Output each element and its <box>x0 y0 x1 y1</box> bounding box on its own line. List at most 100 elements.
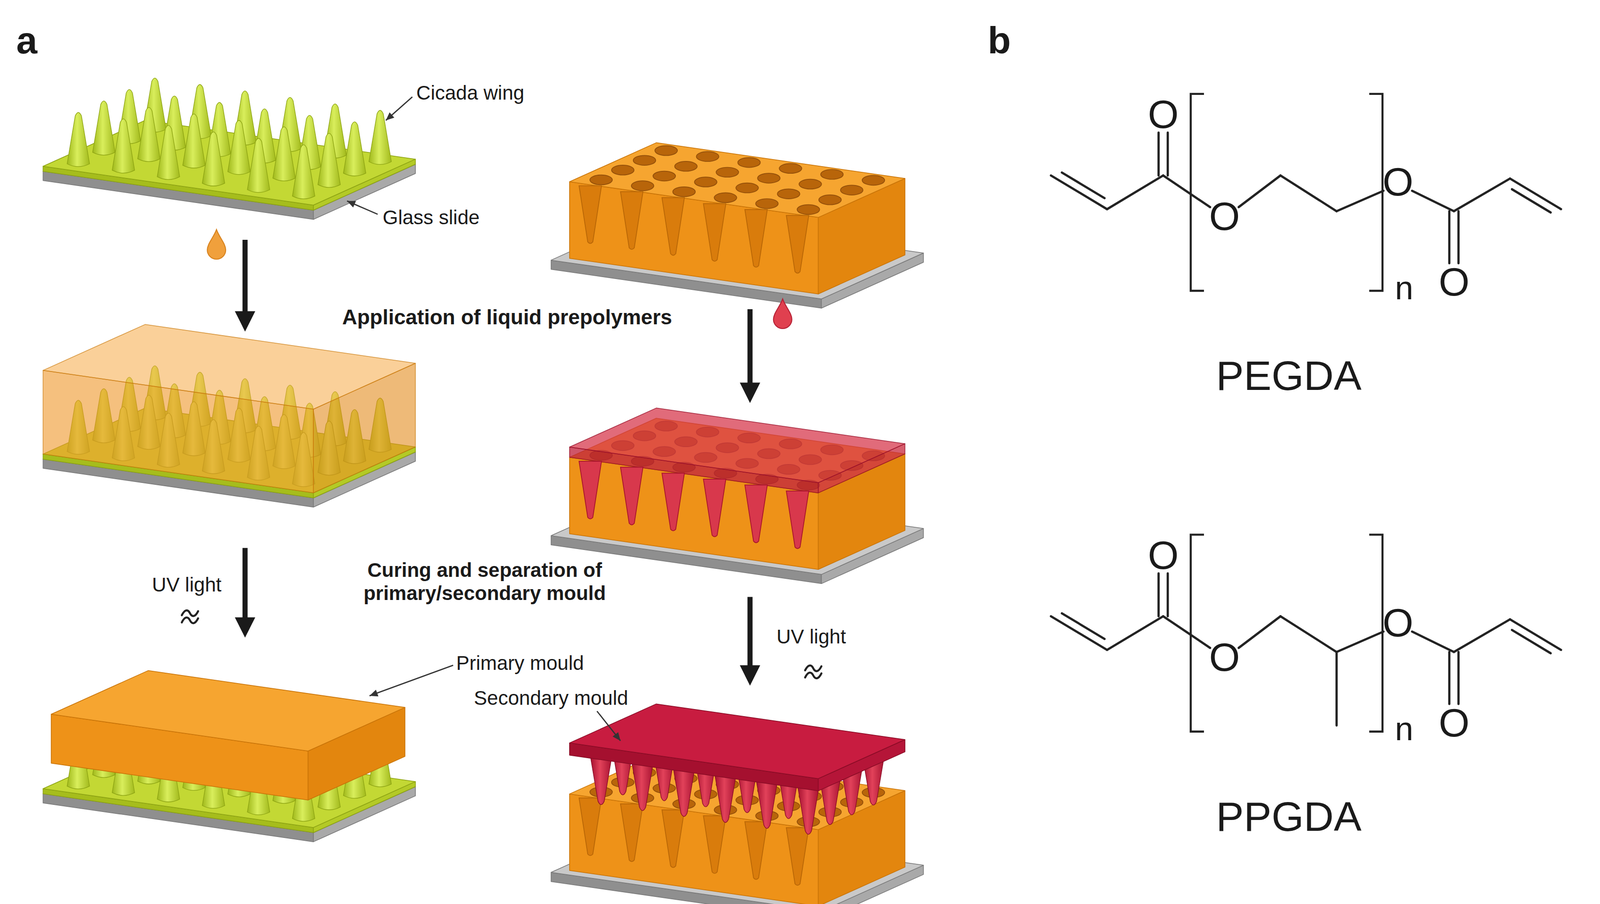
filled-cavity-section <box>579 461 602 519</box>
filled-cavity-section <box>620 467 644 525</box>
part-label: Glass slide <box>382 205 480 229</box>
mould-cavity <box>840 185 864 195</box>
mould-cavity-section <box>786 215 809 273</box>
part-label: Cicada wing <box>416 81 525 105</box>
repeat-bracket <box>1369 93 1383 291</box>
prepolymer-drop <box>773 298 792 329</box>
prepolymer-drop <box>207 229 226 260</box>
filled-cavity-section <box>744 484 768 543</box>
nano-pillar <box>137 107 161 162</box>
mould-cavity-section <box>620 191 644 250</box>
compound-name: PEGDA <box>1216 351 1362 400</box>
liquid-prepolymer-top <box>569 407 906 483</box>
chemical-bond <box>1162 175 1210 208</box>
atom-label: O <box>1382 159 1414 205</box>
mould-cavity <box>589 175 613 186</box>
atom-label: O <box>1382 599 1414 646</box>
secondary-mould-top <box>569 703 906 779</box>
repeat-index: n <box>1394 709 1414 748</box>
mould-cavity <box>757 173 781 184</box>
repeat-bracket <box>1369 534 1383 732</box>
arrow-head <box>235 617 256 638</box>
mould-cavity <box>696 151 719 162</box>
chemical-bond <box>1511 189 1551 213</box>
chemical-bond <box>1457 651 1460 704</box>
atom-label: O <box>1438 258 1470 305</box>
chemical-bond <box>1457 210 1460 263</box>
primary-mould-top <box>51 670 405 751</box>
condition-label: UV light <box>776 625 846 649</box>
arrow-head <box>739 665 760 686</box>
step-label: Curing and separation of primary/seconda… <box>338 558 632 605</box>
nano-pillar <box>67 112 90 167</box>
chemical-bond <box>1166 573 1170 617</box>
nano-pillar <box>92 101 116 156</box>
condition-label: UV light <box>151 573 222 597</box>
mould-cavity <box>737 157 761 168</box>
chemical-bond <box>1453 178 1510 211</box>
panel-letter: a <box>16 18 38 63</box>
process-arrow <box>242 239 248 316</box>
chemical-bond <box>1051 615 1108 650</box>
mould-cavity <box>820 169 844 180</box>
repeat-bracket <box>1190 93 1205 291</box>
mould-cavity-section <box>579 185 602 244</box>
chemical-bond <box>1412 631 1455 652</box>
primary-mould-top <box>569 142 906 218</box>
chemical-bond <box>1448 210 1451 263</box>
leader-head <box>369 689 379 697</box>
chemical-bond <box>1061 613 1105 639</box>
process-arrow <box>747 596 753 669</box>
compound-name: PPGDA <box>1216 792 1362 841</box>
mould-cavity <box>631 180 655 191</box>
leader-line <box>385 96 413 121</box>
liquid-prepolymer-top <box>42 324 416 409</box>
process-arrow <box>242 547 248 622</box>
mould-cavity-section <box>579 797 602 856</box>
mould-cavity <box>653 171 676 182</box>
chemical-bond <box>1453 619 1510 652</box>
nano-pillar <box>292 144 316 200</box>
filled-cavity-section <box>786 490 809 549</box>
chemical-bond <box>1061 172 1105 198</box>
nano-pillar <box>112 118 135 174</box>
chemical-bond <box>1336 631 1384 652</box>
nano-pillar <box>227 120 251 175</box>
mould-cavity <box>674 161 698 172</box>
nano-pillar <box>318 133 341 188</box>
leader-line <box>369 665 454 696</box>
chemical-bond <box>1157 573 1160 617</box>
part-label: Secondary mould <box>473 686 629 710</box>
mould-cavity <box>797 204 820 215</box>
leader-line <box>346 201 378 215</box>
atom-label: O <box>1209 193 1240 240</box>
mould-cavity-section <box>786 827 809 885</box>
chemical-bond <box>1448 651 1451 704</box>
chemical-bond <box>1238 175 1281 208</box>
repeat-bracket <box>1190 534 1205 732</box>
chemical-bond <box>1511 630 1551 654</box>
leader-head <box>385 112 395 121</box>
mould-cavity <box>818 194 842 205</box>
leader-head <box>612 732 621 741</box>
nano-pillar <box>247 138 270 193</box>
nano-pillar <box>272 126 296 182</box>
mould-cavity <box>735 183 759 194</box>
process-arrow <box>747 309 753 387</box>
mould-cavity <box>611 165 635 176</box>
mould-cavity-section <box>744 821 768 880</box>
chemical-bond <box>1166 132 1170 176</box>
panel-letter: b <box>987 18 1011 63</box>
leader-line <box>597 710 621 741</box>
nano-pillar <box>202 131 226 186</box>
chemical-bond <box>1336 190 1384 211</box>
nano-pillar <box>343 121 367 177</box>
mould-cavity-section <box>662 809 685 868</box>
leader-head <box>346 201 356 208</box>
mould-cavity-section <box>744 209 768 268</box>
arrow-head <box>739 382 760 404</box>
atom-label: O <box>1147 91 1179 138</box>
mould-cavity <box>633 155 657 166</box>
nano-pillar <box>157 125 180 180</box>
